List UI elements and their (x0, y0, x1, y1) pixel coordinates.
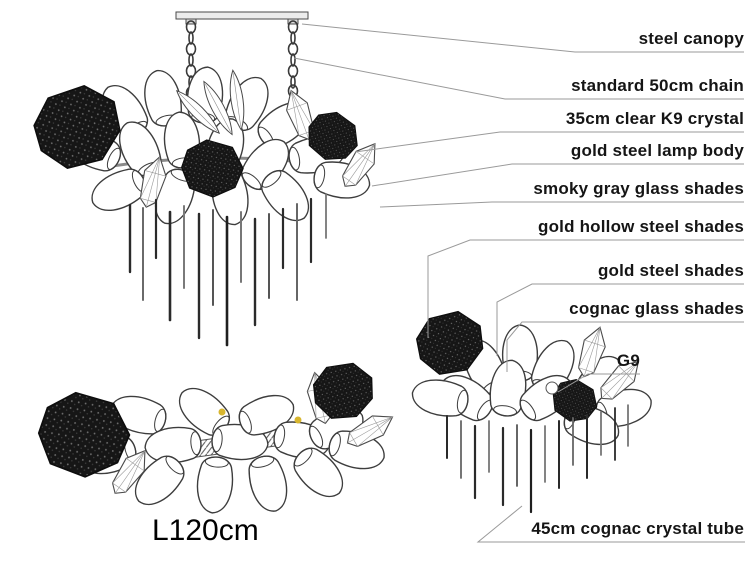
leader-line-smoky-shades (379, 201, 744, 208)
crystal-rods-front (128, 193, 327, 347)
g9-bulb (545, 381, 559, 395)
g9-bulb (218, 408, 226, 416)
leader-line-k9-crystal (354, 131, 744, 153)
g9-bulb (294, 416, 302, 424)
annotation-steel-canopy: steel canopy (638, 29, 744, 48)
leader-line-steel-shades (496, 283, 744, 356)
leader-line-steel-canopy (301, 23, 744, 53)
chain-right-drawing (287, 20, 299, 98)
leader-line-cognac-shades (506, 321, 744, 372)
glass-shade (194, 454, 236, 516)
dimension-label: L120cm (152, 514, 259, 547)
leader-line-chain (293, 57, 744, 100)
annotation-crystal-tube: 45cm cognac crystal tube (531, 519, 744, 538)
leader-line-hollow-shades (427, 239, 744, 338)
annotation-cognac-shades: cognac glass shades (569, 299, 744, 318)
chandelier-bottom-view-drawing (31, 356, 399, 517)
steel-canopy-drawing (175, 11, 309, 25)
annotation-hollow-shades: gold hollow steel shades (537, 217, 744, 236)
annotation-smoky-shades: smoky gray glass shades (533, 179, 744, 198)
annotation-steel-shades: gold steel shades (597, 261, 744, 280)
crystal-rods-side (446, 404, 629, 514)
annotation-chain: standard 50cm chain (571, 76, 744, 95)
chain-link (287, 64, 299, 78)
chandelier-front-view-drawing (21, 64, 385, 347)
annotation-lamp-body: gold steel lamp body (570, 141, 744, 160)
annotation-g9: G9 (616, 351, 640, 370)
annotation-k9-crystal: 35cm clear K9 crystal (565, 109, 744, 128)
leader-lines (293, 23, 745, 543)
leader-line-crystal-tube (476, 505, 745, 543)
chain-link (290, 75, 296, 89)
glass-shade (243, 451, 294, 517)
leader-line-g9 (557, 373, 640, 393)
leader-line-lamp-body (371, 163, 744, 187)
chandelier-side-view-drawing (408, 302, 657, 514)
